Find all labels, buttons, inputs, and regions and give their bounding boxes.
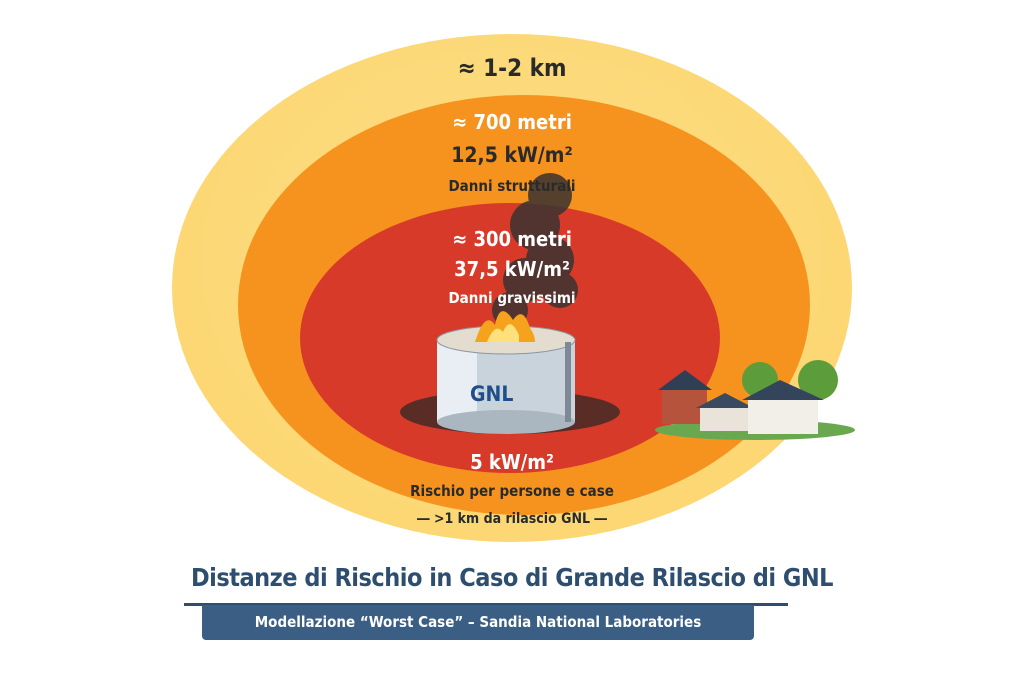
low-zone-effect: Rischio per persone e case xyxy=(410,482,614,500)
middle-zone-flux: 12,5 kW/m² xyxy=(451,143,573,167)
title-divider xyxy=(184,603,788,606)
inner-zone-flux: 37,5 kW/m² xyxy=(454,257,570,281)
dash-left-icon: ― xyxy=(417,511,434,527)
tank-label: GNL xyxy=(470,382,514,406)
low-zone-note-text: >1 km da rilascio GNL xyxy=(433,511,591,527)
middle-zone-effect: Danni strutturali xyxy=(448,177,576,195)
page-title: Distanze di Rischio in Caso di Grande Ri… xyxy=(190,563,834,592)
subtitle-banner: Modellazione “Worst Case” – Sandia Natio… xyxy=(202,605,754,640)
inner-zone-distance: ≈ 300 metri xyxy=(452,227,572,251)
houses-icon xyxy=(655,360,855,440)
dash-right-icon: ― xyxy=(590,511,607,527)
low-zone-flux: 5 kW/m² xyxy=(470,450,554,474)
gnl-tank-icon xyxy=(400,311,620,434)
outer-zone-distance: ≈ 1-2 km xyxy=(457,54,567,82)
middle-zone-distance: ≈ 700 metri xyxy=(452,110,572,134)
inner-zone-effect: Danni gravissimi xyxy=(448,289,576,307)
smoke-plume-icon xyxy=(492,173,578,328)
low-zone-note: ― >1 km da rilascio GNL ― xyxy=(0,511,1024,527)
